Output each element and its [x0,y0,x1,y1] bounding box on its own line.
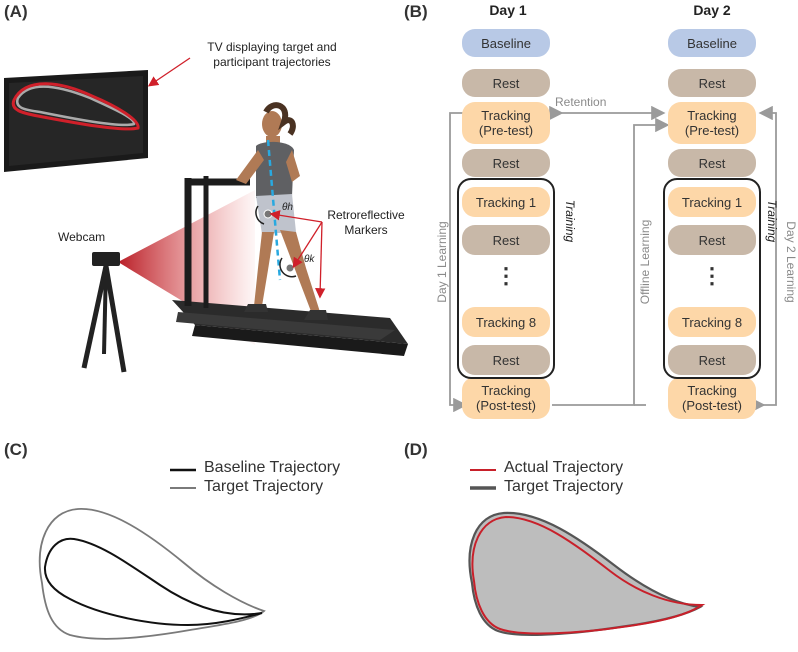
baseline-trajectory [43,537,263,627]
day2-box-6: ⋮ [701,262,723,288]
retention-label: Retention [555,95,607,109]
day2-box-1: Rest [668,69,756,97]
day-2-learning-label: Day 2 Learning [784,221,798,303]
tv-screen [4,70,148,172]
day-1-training-frame [457,178,555,379]
panel-c-plot [38,468,266,640]
panel-label-a: (A) [4,2,28,21]
theta-h-label: θh [282,202,293,213]
markers-label-line-2: Markers [344,223,388,237]
day1-box-9: Tracking (Post-test) [462,377,550,419]
day2-box-9: Tracking (Post-test) [668,377,756,419]
panel-label-b: (B) [404,2,428,21]
webcam-icon [81,252,127,373]
day2-box-0: Baseline [668,29,756,57]
target-trajectory [38,508,266,640]
day1-box-6: ⋮ [495,262,517,288]
panel-d-legend-target: Target Trajectory [504,478,624,495]
day-2-training-label: Training [765,199,779,243]
day2-box-4: Tracking 1 [668,187,756,217]
day1-box-8: Rest [462,345,550,375]
day2-box-5: Rest [668,225,756,255]
treadmill-icon [172,176,408,356]
panel-label-d: (D) [404,440,428,459]
day1-box-7: Tracking 8 [462,307,550,337]
day1-box-0: Baseline [462,29,550,57]
panel-c-legend-baseline: Baseline Trajectory [204,459,341,476]
day1-box-4: Tracking 1 [462,187,550,217]
markers-label-line-1: Retroreflective [327,208,405,222]
panel-c-legend-target: Target Trajectory [204,478,324,495]
tv-caption: TV displaying target and participant tra… [182,40,362,70]
panel-d-plot [468,469,706,636]
day1-box-2: Tracking (Pre-test) [462,102,550,144]
day-2-title: Day 2 [693,2,731,18]
day2-box-7: Tracking 8 [668,307,756,337]
theta-k-label: θk [304,254,315,265]
tv-caption-line-2: participant trajectories [213,55,331,69]
day-1-title: Day 1 [489,2,527,18]
day2-box-2: Tracking (Pre-test) [668,102,756,144]
offline-learning-label: Offline Learning [638,219,652,305]
day1-box-3: Rest [462,149,550,177]
day2-box-8: Rest [668,345,756,375]
markers-label: Retroreflective Markers [316,208,416,238]
tv-caption-line-1: TV displaying target and [207,40,337,54]
trajectory-gap-fill [469,512,700,635]
flow-arrows [449,105,777,413]
day-1-learning-label: Day 1 Learning [435,221,449,303]
experiment-setup-illustration [4,57,408,373]
day-2-training-frame [663,178,761,379]
day-1-training-label: Training [563,199,577,243]
actual-trajectory [471,515,706,635]
day1-box-1: Rest [462,69,550,97]
day1-box-5: Rest [462,225,550,255]
panel-d-legend-actual: Actual Trajectory [504,459,624,476]
webcam-label: Webcam [58,230,106,244]
participant-figure [236,102,328,320]
day2-box-3: Rest [668,149,756,177]
panel-label-c: (C) [4,440,28,459]
